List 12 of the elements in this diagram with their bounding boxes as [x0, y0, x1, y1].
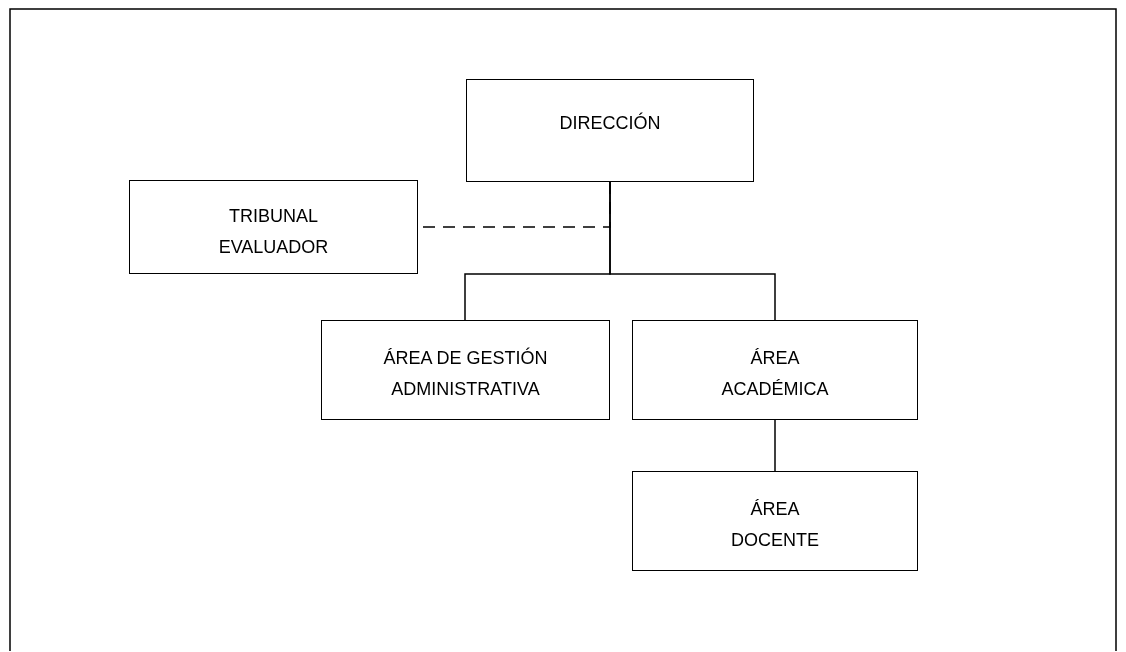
box-label: DIRECCIÓN: [558, 111, 662, 135]
org-box: [321, 320, 610, 420]
org-box: [466, 79, 754, 182]
connector-line: [774, 419, 776, 472]
box-label: ÁREA DE GESTIÓN ADMINISTRATIVA: [382, 346, 549, 401]
org-box: [632, 320, 918, 420]
org-box: [632, 471, 918, 571]
org-box: [129, 180, 418, 274]
box-label: TRIBUNAL EVALUADOR: [217, 205, 330, 259]
box-label: ÁREA ACADÉMICA: [720, 347, 830, 401]
connector-line: [609, 181, 776, 321]
box-label: ÁREA DOCENTE: [730, 498, 820, 552]
